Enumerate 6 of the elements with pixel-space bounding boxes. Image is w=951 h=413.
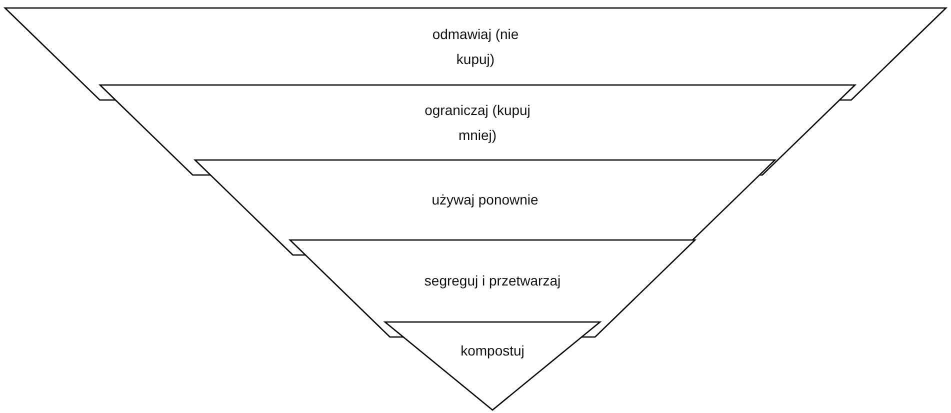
triangle-tier bbox=[385, 322, 600, 410]
tier-label: kompostuj bbox=[460, 342, 524, 361]
tier-label: segreguj i przetwarzaj bbox=[424, 272, 561, 290]
tier-label: odmawiaj (nie kupuj) bbox=[431, 24, 520, 69]
tier-label: używaj ponownie bbox=[432, 190, 538, 210]
tier-label: ograniczaj (kupuj mniej) bbox=[424, 100, 532, 145]
